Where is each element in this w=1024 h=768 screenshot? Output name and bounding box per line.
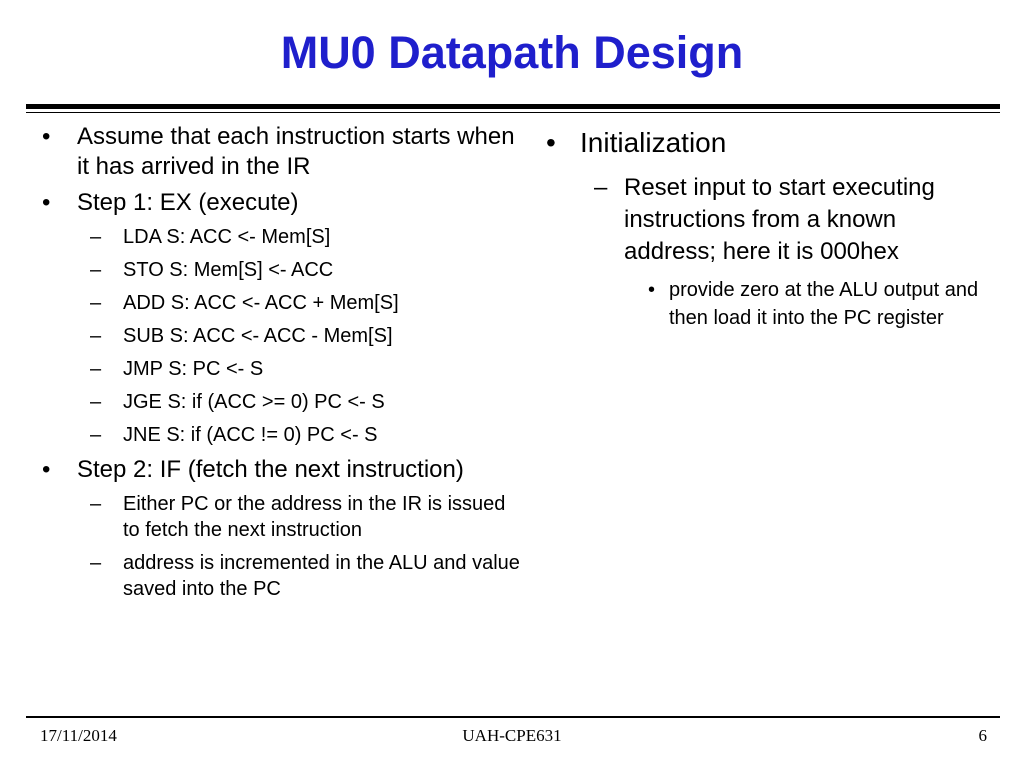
dash-marker: – xyxy=(90,493,102,515)
title-divider-thin xyxy=(26,112,1000,113)
dash-marker: – xyxy=(90,424,102,446)
bullet-item: • Initialization xyxy=(544,126,994,160)
bullet-marker: • xyxy=(546,127,556,158)
dash-marker: – xyxy=(90,358,102,380)
bullet-marker: • xyxy=(42,456,51,483)
bullet-item: • Step 2: IF (fetch the next instruction… xyxy=(40,455,520,485)
bullet-marker: • xyxy=(42,189,51,216)
title-divider-thick xyxy=(26,104,1000,109)
bullet-text: Initialization xyxy=(580,127,727,158)
sub-bullet-item: – Reset input to start executing instruc… xyxy=(544,172,994,268)
dash-marker: – xyxy=(90,226,102,248)
bullet-marker: • xyxy=(648,279,656,301)
sub-bullet-item: – JNE S: if (ACC != 0) PC <- S xyxy=(40,422,520,448)
sub-bullet-text: JNE S: if (ACC != 0) PC <- S xyxy=(123,424,378,446)
right-content-column: • Initialization – Reset input to start … xyxy=(544,122,994,332)
dash-marker: – xyxy=(594,174,608,201)
sub-bullet-text: LDA S: ACC <- Mem[S] xyxy=(123,226,331,248)
sub-bullet-item: – JGE S: if (ACC >= 0) PC <- S xyxy=(40,389,520,415)
sub-bullet-text: SUB S: ACC <- ACC - Mem[S] xyxy=(123,325,393,347)
dash-marker: – xyxy=(90,292,102,314)
footer-date: 17/11/2014 xyxy=(40,726,117,745)
sub-bullet-item: – LDA S: ACC <- Mem[S] xyxy=(40,224,520,250)
bullet-item: • Step 1: EX (execute) xyxy=(40,188,520,218)
bullet-item: • Assume that each instruction starts wh… xyxy=(40,122,520,182)
bullet-text: Step 1: EX (execute) xyxy=(77,189,299,216)
sub-bullet-item: – JMP S: PC <- S xyxy=(40,356,520,382)
footer-course-label: UAH-CPE631 xyxy=(462,726,562,745)
bullet-text: Step 2: IF (fetch the next instruction) xyxy=(77,456,464,483)
bullet-text: Assume that each instruction starts when… xyxy=(77,123,515,180)
sub-bullet-text: JMP S: PC <- S xyxy=(123,358,264,380)
sub-bullet-item: – SUB S: ACC <- ACC - Mem[S] xyxy=(40,323,520,349)
sub-bullet-text: Either PC or the address in the IR is is… xyxy=(123,493,506,541)
dash-marker: – xyxy=(90,259,102,281)
dash-marker: – xyxy=(90,325,102,347)
sub-bullet-item: – address is incremented in the ALU and … xyxy=(40,550,520,602)
footer-page-number: 6 xyxy=(978,726,988,745)
sub-sub-bullet-item: • provide zero at the ALU output and the… xyxy=(544,276,994,332)
sub-bullet-text: JGE S: if (ACC >= 0) PC <- S xyxy=(123,391,385,413)
sub-bullet-item: – Either PC or the address in the IR is … xyxy=(40,491,520,543)
sub-bullet-text: ADD S: ACC <- ACC + Mem[S] xyxy=(123,292,399,314)
dash-marker: – xyxy=(90,391,102,413)
slide-title: MU0 Datapath Design xyxy=(280,27,744,78)
footer-divider xyxy=(26,716,1000,718)
sub-bullet-text: address is incremented in the ALU and va… xyxy=(123,552,520,600)
left-content-column: • Assume that each instruction starts wh… xyxy=(40,122,520,609)
sub-bullet-item: – STO S: Mem[S] <- ACC xyxy=(40,257,520,283)
sub-bullet-text: Reset input to start executing instructi… xyxy=(624,174,935,265)
dash-marker: – xyxy=(90,552,102,574)
bullet-marker: • xyxy=(42,123,51,150)
sub-bullet-text: STO S: Mem[S] <- ACC xyxy=(123,259,334,281)
sub-sub-bullet-text: provide zero at the ALU output and then … xyxy=(669,279,979,329)
sub-bullet-item: – ADD S: ACC <- ACC + Mem[S] xyxy=(40,290,520,316)
